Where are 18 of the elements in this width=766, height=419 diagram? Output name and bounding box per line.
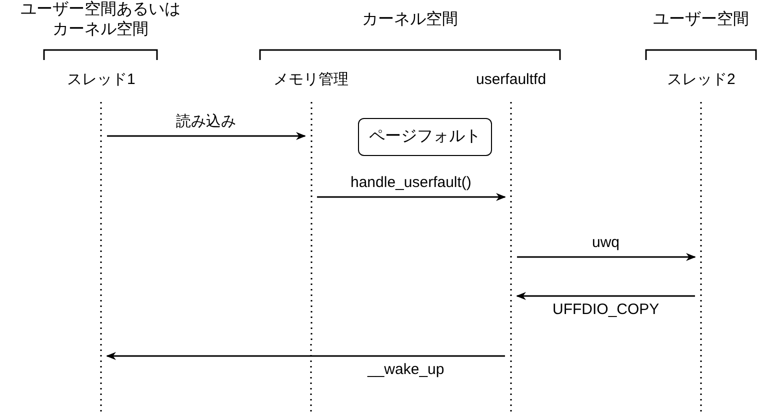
message-arrow — [107, 132, 306, 140]
message-label: handle_userfault() — [350, 173, 472, 193]
participant-name: スレッド1 — [67, 70, 136, 90]
group-heading: カーネル空間 — [361, 10, 459, 30]
message-label: __wake_up — [368, 360, 444, 380]
group-heading: ユーザー空間あるいはカーネル空間 — [20, 0, 182, 40]
group-heading: ユーザー空間 — [652, 10, 750, 30]
message-label: uwq — [592, 233, 620, 253]
message-arrow — [516, 292, 695, 300]
message-arrow — [317, 193, 506, 201]
message-label: 読み込み — [176, 112, 236, 132]
participant-name: userfaultfd — [476, 70, 546, 90]
message-arrow — [106, 352, 505, 360]
activation-note: ページフォルト — [358, 118, 492, 156]
participant-name: メモリ管理 — [274, 70, 348, 90]
message-label: UFFDIO_COPY — [552, 300, 660, 320]
participant-name: スレッド2 — [667, 70, 736, 90]
message-arrow — [517, 253, 696, 261]
